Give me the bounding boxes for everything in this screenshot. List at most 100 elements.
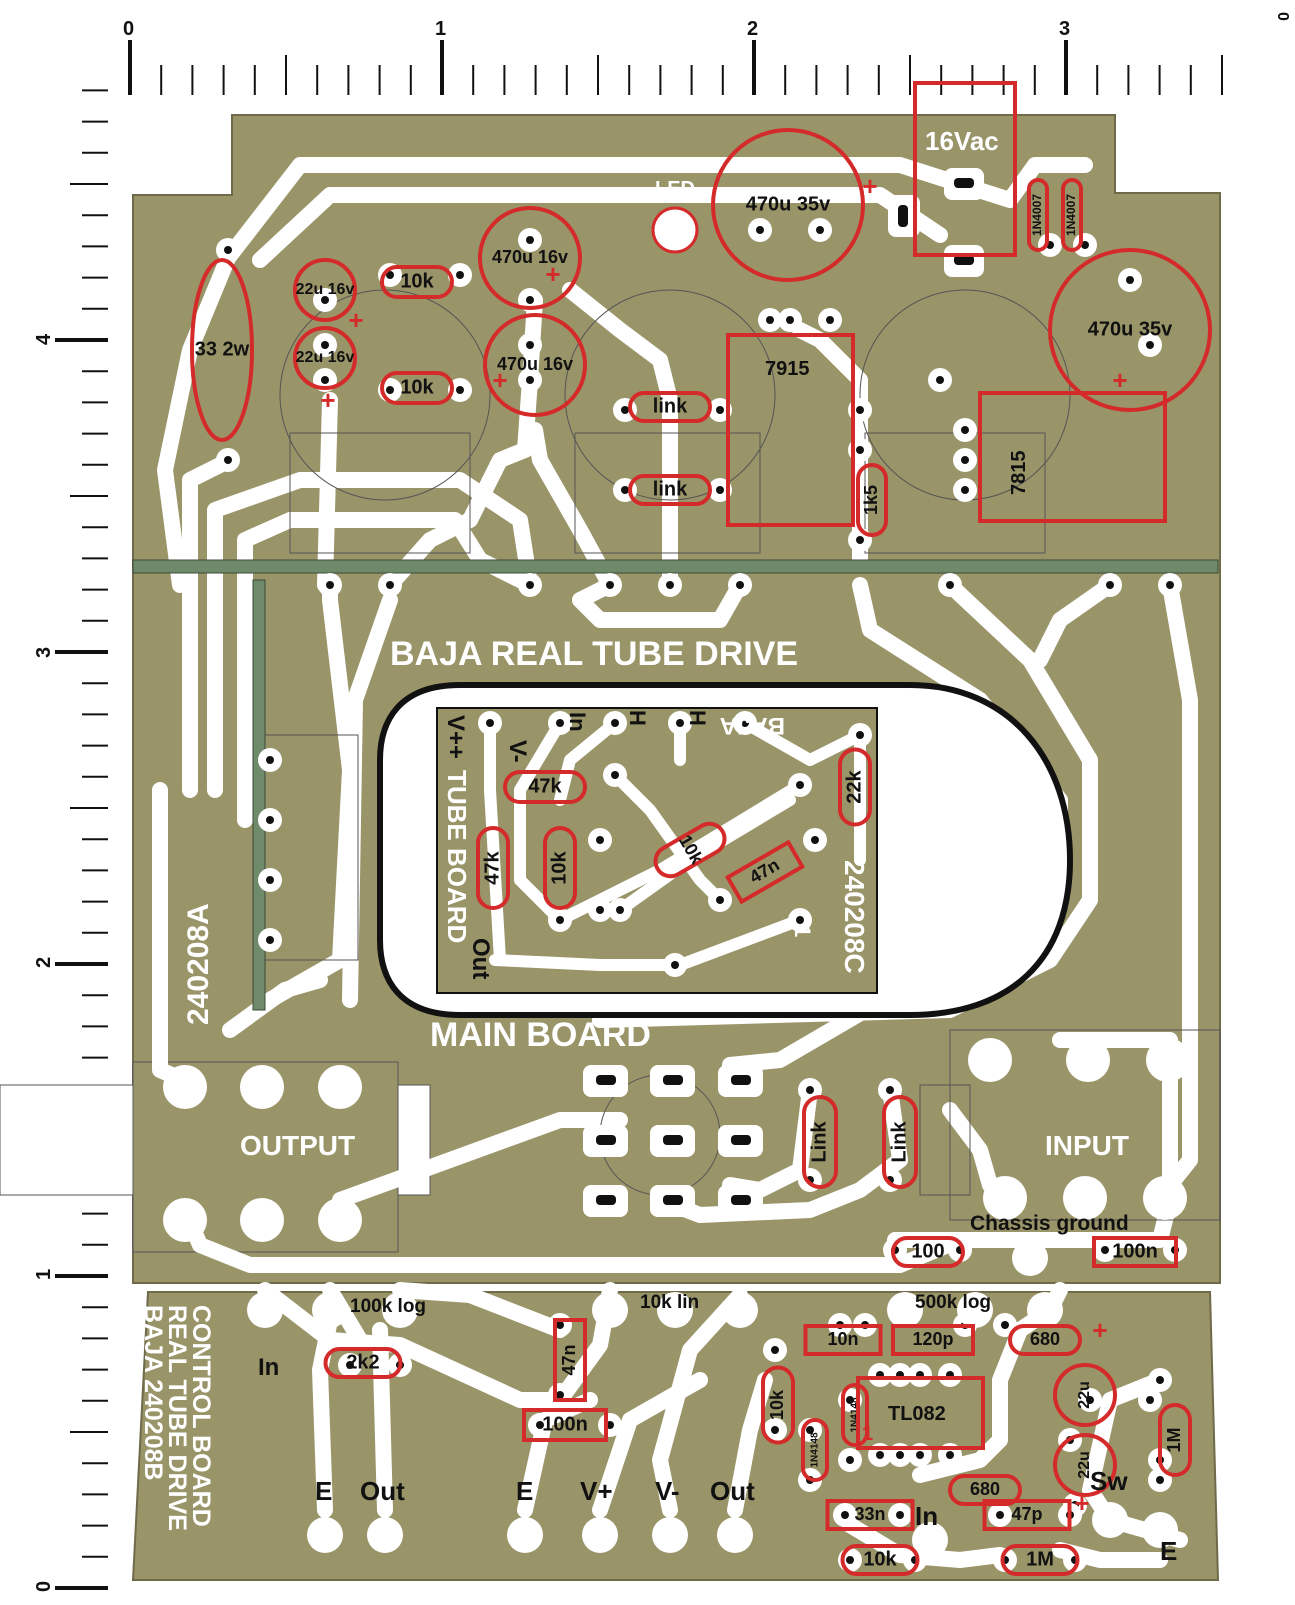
link-d: Link (882, 1095, 918, 1189)
pad-hole (856, 536, 864, 544)
pot-label-100k: 100k log (350, 1296, 426, 1317)
pad-hole (596, 906, 604, 914)
pad-hole (1101, 1246, 1109, 1254)
pad-hole (806, 1426, 814, 1434)
control-pin-e2: E (516, 1476, 533, 1506)
tube-pin-in: In (565, 712, 590, 732)
pad-hole (811, 836, 819, 844)
ruler-left: 4 3 2 1 0 (33, 89, 108, 1592)
control-board-title-1: CONTROL BOARD (187, 1305, 215, 1527)
resistor-680-b-label: 680 (970, 1479, 1000, 1499)
ac-label: 16Vac (925, 126, 999, 156)
link-c: Link (802, 1095, 838, 1189)
pad-hole (321, 296, 329, 304)
diode-1n4007-b-label: 1N4007 (1064, 194, 1078, 236)
pad-hole (386, 581, 394, 589)
pad-hole (1106, 581, 1114, 589)
polarity-plus-icon: + (348, 305, 363, 335)
reg-7915-label: 7915 (765, 358, 810, 380)
resistor-10k-e: 10k (761, 1365, 795, 1445)
main-board-title: BAJA REAL TUBE DRIVE (390, 635, 798, 673)
ac-connector-pads (888, 168, 984, 277)
pad-hole (616, 906, 624, 914)
pad-hole (1156, 1476, 1164, 1484)
capacitor-22u-a-label: 22u 16v (296, 281, 355, 298)
diode-1n4148-b: 1N4148 (841, 1383, 869, 1447)
capacitor-470u-a: 470u 16v (478, 206, 582, 310)
ruler-top-label-0: 0 (123, 18, 134, 40)
ruler-top-label-2: 2 (747, 18, 758, 40)
diode-1n4007-a: 1N4007 (1027, 178, 1049, 252)
resistor-10k-b: 10k (380, 371, 454, 405)
resistor-47k-b: 47k (476, 826, 510, 910)
diode-1n4007-b: 1N4007 (1061, 178, 1083, 252)
ic-pin1-label: 1 (862, 1423, 873, 1445)
control-pin-in2: In (915, 1501, 938, 1531)
capacitor-470u-c-label: 470u 35v (746, 193, 831, 215)
polarity-plus-icon: + (862, 171, 877, 201)
pad-hole (1086, 1396, 1094, 1404)
pad-hole (456, 271, 464, 279)
pad-hole (771, 1426, 779, 1434)
capacitor-120p-label: 120p (912, 1329, 953, 1349)
resistor-47k-b-label: 47k (481, 850, 503, 884)
pot-label-10k: 10k lin (640, 1292, 699, 1313)
pad-hole (916, 1451, 924, 1459)
resistor-10k-d: 10k (653, 821, 727, 879)
pad-hole (266, 756, 274, 764)
pad-hole (666, 581, 674, 589)
regulators (726, 81, 1167, 527)
capacitor-22u-d-label: 22u (1076, 1451, 1093, 1479)
capacitor-47n-b-label: 47n (559, 1344, 579, 1375)
pad-hole (266, 936, 274, 944)
pad-hole (786, 316, 794, 324)
pad-hole (816, 226, 824, 234)
resistor-10k-a-label: 10k (400, 270, 434, 292)
link-a-label: link (653, 395, 688, 417)
control-pin-in: In (258, 1354, 279, 1381)
capacitor-10n: 10n (803, 1324, 883, 1356)
pad-hole (716, 406, 724, 414)
pad-hole (896, 1451, 904, 1459)
resistor-10k-a: 10k (380, 265, 454, 299)
capacitor-100n-b: 100n (522, 1408, 608, 1442)
polarity-plus-icon: + (492, 365, 507, 395)
pad-hole (621, 486, 629, 494)
diode-1n4148-a: 1N4148 (801, 1418, 829, 1482)
led-label: LED (655, 178, 695, 200)
polarity-plus-icon: + (545, 259, 560, 289)
pad-hole (936, 376, 944, 384)
resistor-1k5: 1k5 (856, 463, 888, 537)
polarity-plus-icon: + (1112, 365, 1127, 395)
ruler-left-label-2: 2 (33, 957, 55, 968)
pad-hole (846, 1396, 854, 1404)
pad-hole (856, 446, 864, 454)
capacitor-470u-b: 470u 16v (483, 313, 587, 417)
resistor-10k-b-label: 10k (400, 376, 434, 398)
jack-pads (163, 1038, 1190, 1558)
pad-hole (556, 1321, 564, 1329)
tube-pin-1: 1 (790, 925, 815, 937)
pad-hole (896, 1511, 904, 1519)
pad-hole (596, 836, 604, 844)
ruler-left-label-3: 3 (33, 647, 55, 658)
pad-hole (456, 386, 464, 394)
link-c-label: Link (808, 1121, 830, 1163)
resistor-10k-c-label: 10k (548, 850, 570, 884)
resistor-1m-b: 1M (1000, 1544, 1080, 1576)
resistor-680-a: 680 (1008, 1324, 1082, 1356)
resistor-100: 100 (891, 1236, 965, 1268)
control-board-title-2: REAL TUBE DRIVE (163, 1305, 191, 1531)
tube-pin-vpp: V++ (442, 715, 469, 759)
ruler-corner-label: 0 (1274, 12, 1291, 21)
capacitor-33n-label: 33n (854, 1504, 885, 1524)
resistor-10k-e-label: 10k (767, 1389, 787, 1420)
ic-tl082: TL082 1 (856, 1376, 985, 1450)
pad-hole (526, 296, 534, 304)
pad-hole (1156, 1376, 1164, 1384)
ruler-left-label-1: 1 (33, 1269, 55, 1280)
pad-hole (536, 1421, 544, 1429)
pad-hole (321, 341, 329, 349)
pad-hole (621, 406, 629, 414)
